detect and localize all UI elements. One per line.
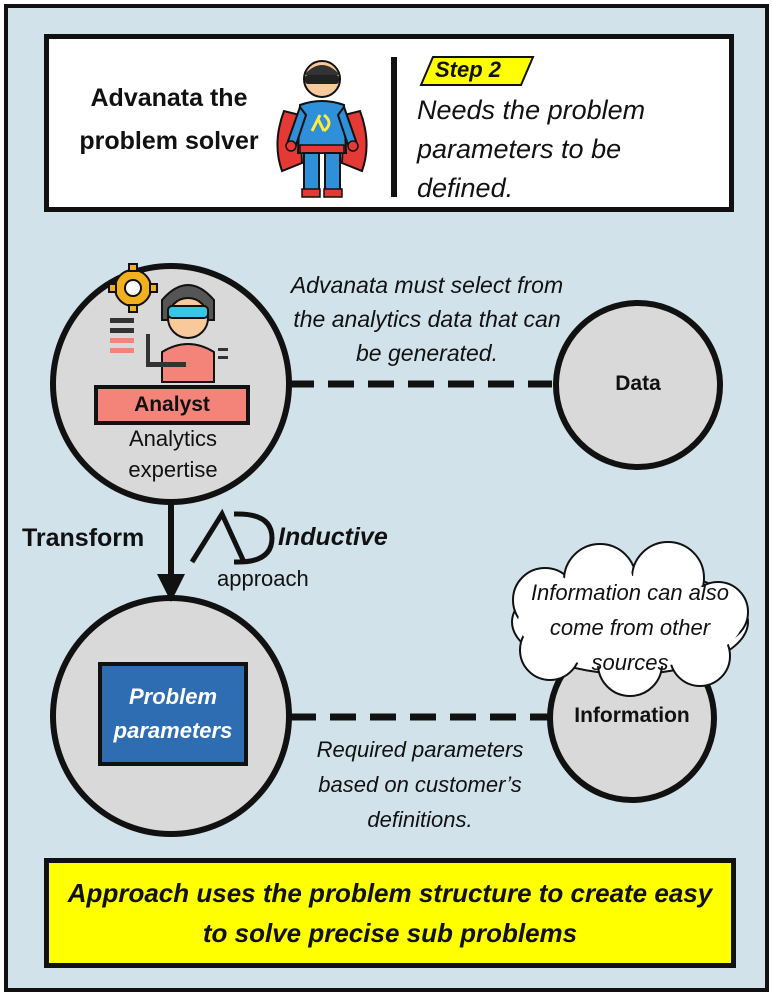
ad-logo-icon <box>189 508 275 565</box>
parameters-note: Required parameters based on customer’s … <box>316 737 524 832</box>
data-node <box>553 300 723 470</box>
step-label: Step 2 <box>435 57 502 82</box>
analyst-with-gear-icon <box>108 263 228 383</box>
step-description: Needs the problem parameters to be defin… <box>417 95 646 203</box>
footer-text: Approach uses the problem structure to c… <box>67 878 713 948</box>
select-note: Advanata must select from the analytics … <box>290 272 564 366</box>
header-panel: Advanata the problem solver Step 2 Needs… <box>44 34 734 212</box>
footer-banner: Approach uses the problem structure to c… <box>44 858 736 968</box>
superhero-icon <box>276 60 368 198</box>
inductive-label: Inductive <box>278 523 388 551</box>
cloud-callout <box>511 541 749 697</box>
hero-title: Advanata the problem solver <box>79 84 259 155</box>
problem-parameters-box: Problem parameters <box>98 662 248 766</box>
problem-parameters-label: Problem parameters <box>113 684 233 743</box>
step-badge <box>419 56 535 86</box>
approach-label: approach <box>217 566 309 591</box>
cloud-note: Information can also come from other sou… <box>530 580 730 675</box>
analyst-label: Analyst <box>94 385 250 425</box>
transform-label: Transform <box>22 524 145 552</box>
transform-arrowhead <box>157 574 185 602</box>
information-label: Information <box>574 704 690 727</box>
data-label: Data <box>615 372 661 395</box>
header-divider <box>391 57 397 197</box>
analyst-sublabel: Analytics expertise <box>128 426 218 482</box>
